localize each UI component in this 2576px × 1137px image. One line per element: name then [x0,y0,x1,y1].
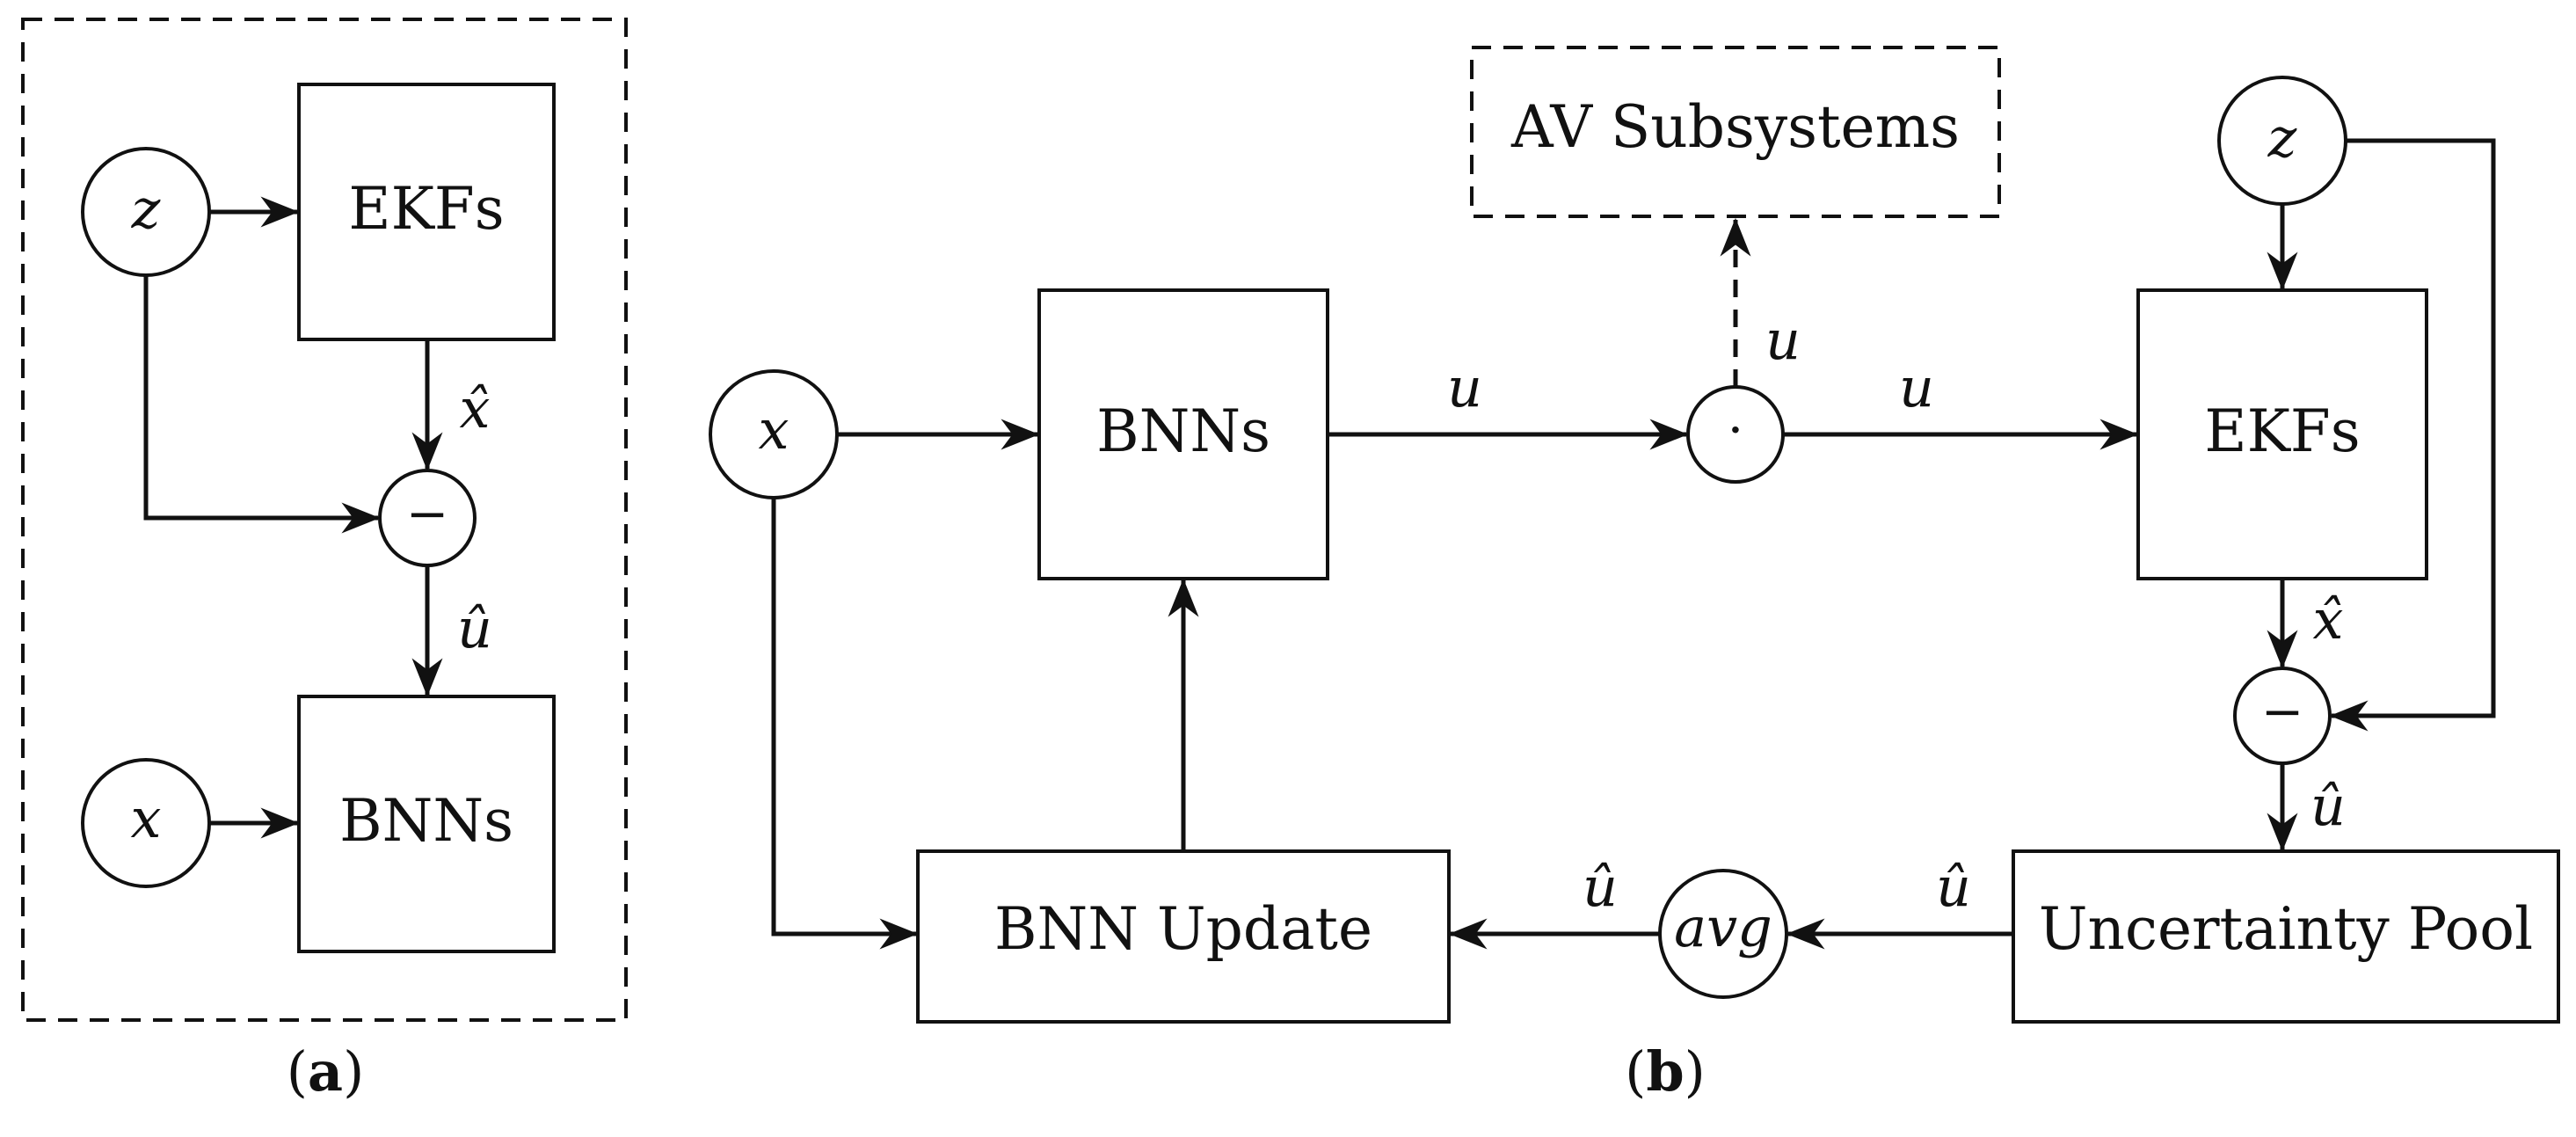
panel-a-bnns-label: BNNs [339,787,513,855]
panel-a: EKFs BNNs z x − x̂ û (a) [21,18,628,1104]
edge-label-u-hat-pool-in: û [2310,774,2346,838]
panel-a-caption: (a) [287,1039,365,1104]
avg-label: avg [1674,895,1772,959]
uncertainty-pool-label: Uncertainty Pool [2039,895,2533,963]
edge-label-u-to-av: u [1765,308,1801,372]
panel-b-bnns-label: BNNs [1096,397,1270,465]
panel-a-edge-z-to-minus [143,275,381,534]
panel-b-caption: (b) [1625,1039,1706,1104]
panel-b-bnns-block [1037,288,1329,580]
edge-label-x-hat: x̂ [2313,587,2344,652]
edge-label-u-to-ekf: u [1899,355,1934,419]
av-subsystems-block [1470,46,2001,218]
panel-b-z-label: z [2267,106,2297,170]
panel-a-minus-label: − [406,484,449,543]
panel-a-z-label: z [131,177,161,241]
panel-a-u-hat-label: û [457,596,492,660]
edge-label-u-hat-update: û [1583,855,1618,919]
panel-b-minus-label: − [2261,681,2304,741]
panel-b-x-label: x [759,397,790,462]
edge-x-to-update [771,498,919,950]
panel-b-ekfs-label: EKFs [2204,397,2360,465]
panel-a-x-label: x [131,786,162,850]
edge-label-u-bnn-out: u [1447,355,1482,419]
edge-z-to-minus [2329,138,2496,732]
uncertainty-pool-block [2012,849,2560,1024]
panel-a-frame [21,18,628,1022]
panel-a-bnns-block [297,695,556,953]
panel-b: AV Subsystems BNNs EKFs BNN Update Uncer… [709,46,2560,1104]
panel-a-x-hat-label: x̂ [460,376,491,441]
product-label: · [1728,400,1743,460]
bnn-update-label: BNN Update [994,895,1372,963]
edge-label-u-hat-pool-out: û [1936,855,1971,919]
bnn-update-block [916,849,1451,1024]
av-subsystems-label: AV Subsystems [1510,93,1960,161]
panel-a-ekfs-label: EKFs [348,175,504,243]
